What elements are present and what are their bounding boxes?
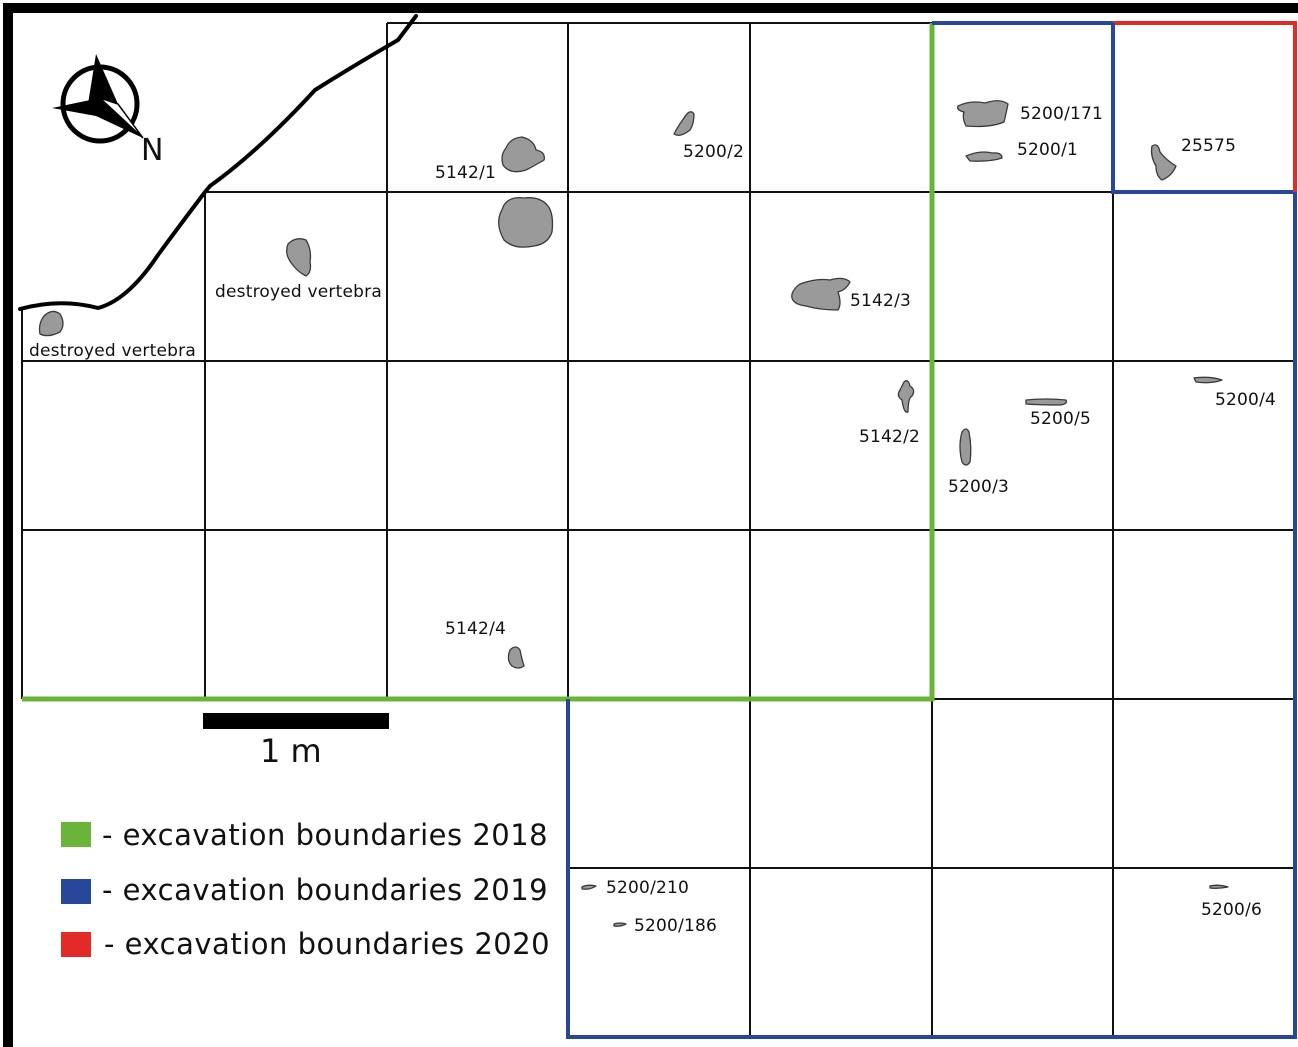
boundary-2018 bbox=[22, 23, 935, 702]
find-label-5200-6: 5200/6 bbox=[1201, 900, 1262, 920]
bone-5142-2 bbox=[897, 380, 915, 413]
find-label-5142-2: 5142/2 bbox=[859, 427, 920, 447]
scale-bar-graphic bbox=[203, 713, 389, 729]
boundary-2020 bbox=[1113, 21, 1297, 192]
bone-5200-6 bbox=[1209, 884, 1229, 889]
find-label-5200-171: 5200/171 bbox=[1020, 104, 1103, 124]
bone-5200-2 bbox=[673, 111, 695, 136]
north-label: N bbox=[141, 133, 163, 168]
scale-bar: 1 m bbox=[203, 713, 389, 770]
bone-destroyed-vertebra-1 bbox=[286, 238, 312, 277]
map-frame bbox=[3, 3, 1298, 1047]
find-label-5142-1: 5142/1 bbox=[435, 163, 496, 183]
find-label-destroyed-vertebra-1: destroyed vertebra bbox=[215, 282, 382, 302]
legend-label-2018: - excavation boundaries 2018 bbox=[102, 818, 548, 852]
find-label-5200-4: 5200/4 bbox=[1215, 390, 1276, 410]
bone-25575 bbox=[1150, 144, 1177, 181]
find-label-5142-4: 5142/4 bbox=[445, 619, 506, 639]
north-arrow-icon: N bbox=[52, 54, 163, 168]
find-label-5142-3: 5142/3 bbox=[850, 291, 911, 311]
scale-label: 1 m bbox=[260, 732, 322, 770]
bone-5200-186 bbox=[613, 922, 627, 927]
find-label-5200-2: 5200/2 bbox=[683, 142, 744, 162]
find-label-5200-5: 5200/5 bbox=[1030, 409, 1091, 429]
bone-5142-4 bbox=[507, 646, 525, 669]
find-label-25575: 25575 bbox=[1181, 136, 1236, 156]
find-label-5200-1: 5200/1 bbox=[1017, 140, 1078, 160]
boundary-curve bbox=[18, 14, 418, 311]
find-label-5200-210: 5200/210 bbox=[606, 878, 689, 898]
legend-swatch-2019 bbox=[61, 879, 91, 904]
bone-5200-5 bbox=[1025, 398, 1068, 406]
bone-5142-1 bbox=[501, 136, 545, 173]
bone-destroyed-vertebra-2 bbox=[38, 310, 64, 337]
legend: - excavation boundaries 2018 - excavatio… bbox=[61, 818, 550, 961]
find-label-destroyed-vertebra-2: destroyed vertebra bbox=[29, 341, 196, 361]
bone-5142-1b bbox=[498, 197, 554, 248]
bone-5200-1 bbox=[965, 151, 1003, 162]
find-label-5200-3: 5200/3 bbox=[948, 477, 1009, 497]
bone-5200-171 bbox=[956, 100, 1009, 128]
legend-label-2020: - excavation boundaries 2020 bbox=[104, 927, 550, 961]
bone-5200-3 bbox=[959, 428, 972, 466]
bones bbox=[38, 100, 1229, 927]
legend-swatch-2018 bbox=[61, 822, 91, 847]
bone-5200-4 bbox=[1193, 376, 1223, 384]
legend-label-2019: - excavation boundaries 2019 bbox=[102, 873, 548, 907]
find-labels: 5142/1 5200/2 5200/171 5200/1 25575 dest… bbox=[29, 104, 1276, 936]
bone-5200-210 bbox=[581, 884, 597, 890]
legend-swatch-2020 bbox=[61, 932, 91, 957]
bone-5142-3 bbox=[791, 277, 851, 311]
find-label-5200-186: 5200/186 bbox=[634, 916, 717, 936]
